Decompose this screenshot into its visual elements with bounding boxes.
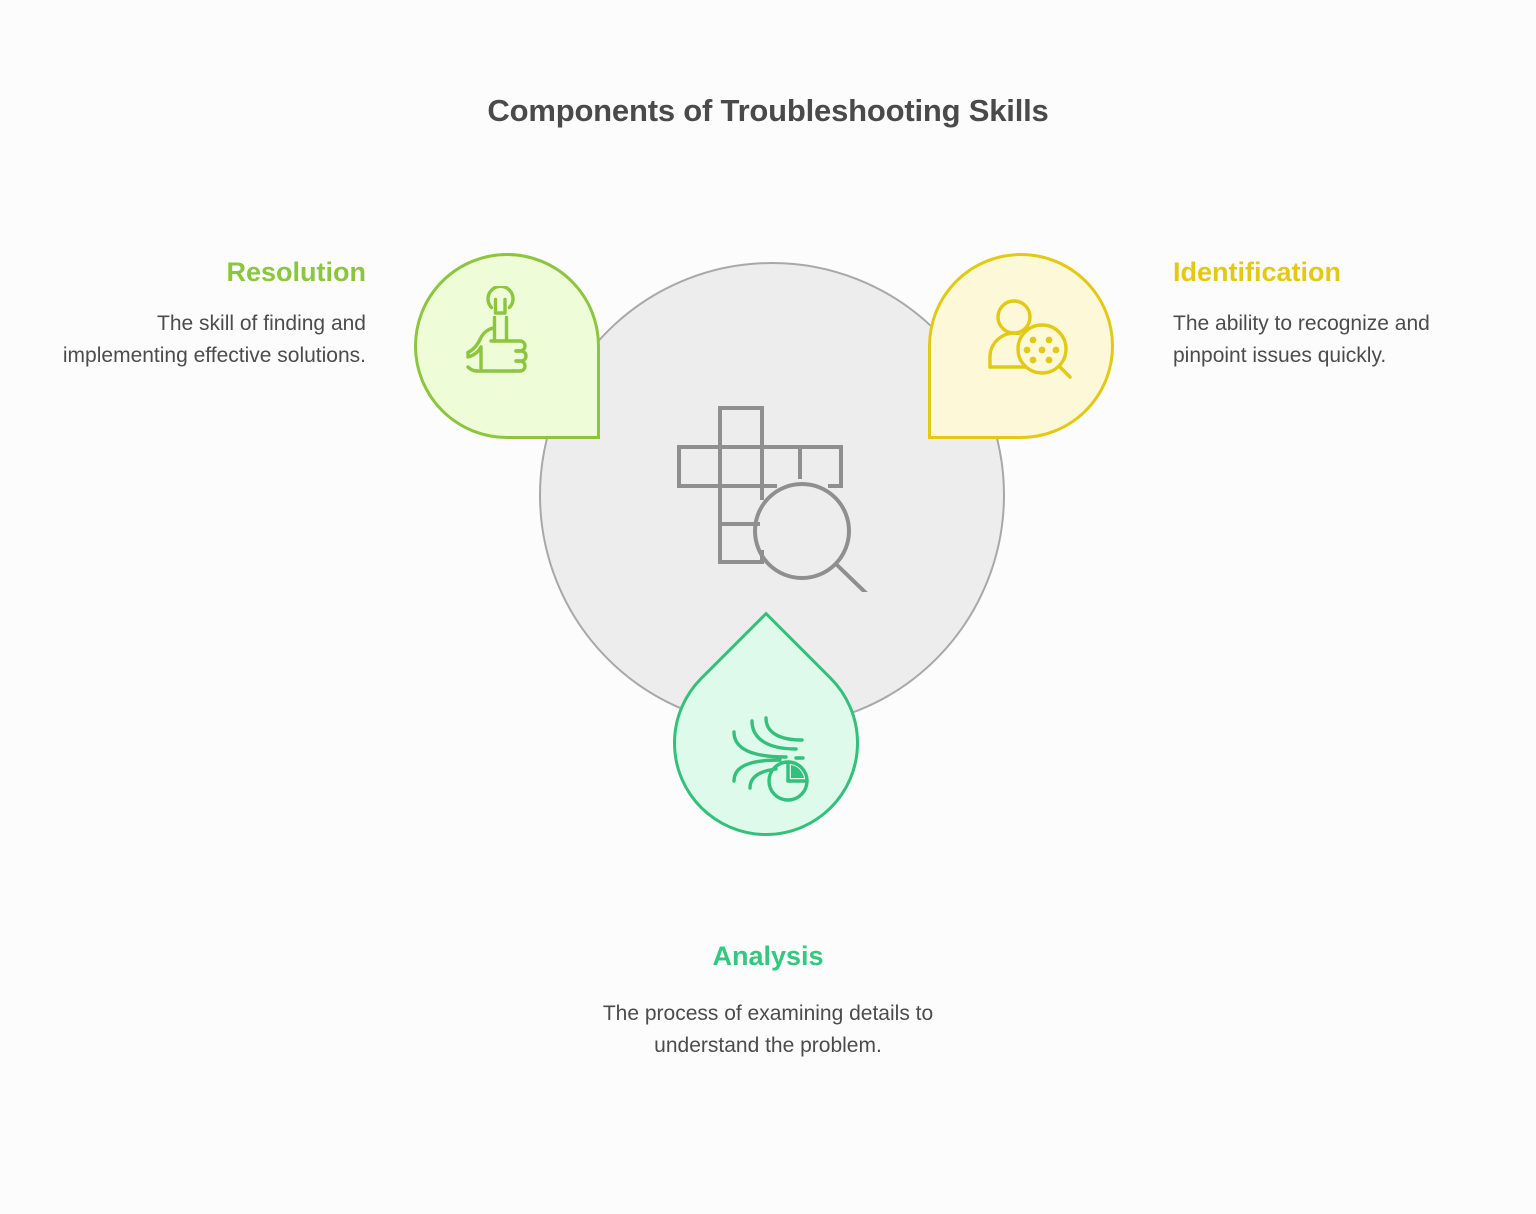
- data-streams-pie-chart-icon: [676, 663, 856, 843]
- text-block-identification: Identification The ability to recognize …: [1173, 256, 1503, 372]
- body-analysis: The process of examining details to unde…: [602, 1002, 934, 1058]
- thumbs-up-wrench-icon: [411, 250, 591, 430]
- heading-analysis: Analysis: [712, 941, 824, 971]
- heading-resolution: Resolution: [226, 257, 367, 287]
- text-block-resolution: Resolution The skill of finding and impl…: [36, 256, 366, 372]
- heading-identification: Identification: [1173, 257, 1341, 287]
- bubble-analysis[interactable]: [634, 611, 898, 875]
- body-resolution: The skill of finding and implementing ef…: [62, 312, 366, 368]
- bubble-identification[interactable]: [928, 253, 1114, 439]
- person-magnifier-icon: [937, 250, 1117, 430]
- page-title: Components of Troubleshooting Skills: [487, 93, 1049, 128]
- crossword-grid-magnifier-icon: [663, 392, 875, 597]
- bubble-resolution[interactable]: [414, 253, 600, 439]
- body-identification: The ability to recognize and pinpoint is…: [1173, 312, 1430, 368]
- text-block-analysis: Analysis The process of examining detail…: [568, 940, 968, 1062]
